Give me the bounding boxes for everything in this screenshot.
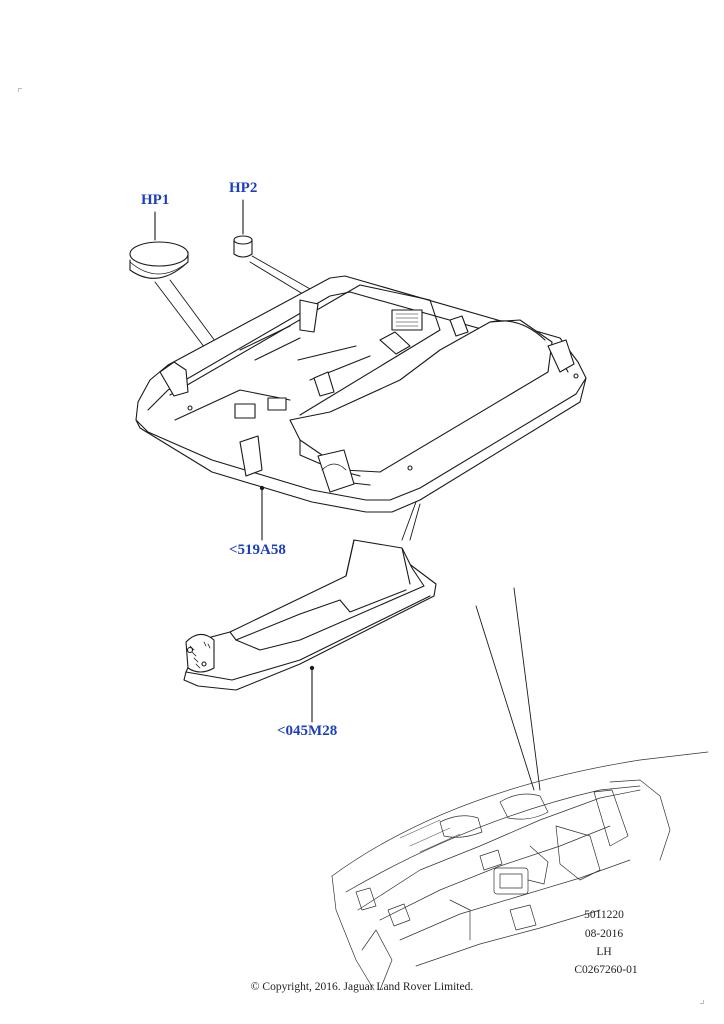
corner-mark	[18, 88, 22, 92]
diagram-code: 5011220	[584, 909, 624, 921]
copyright-notice: © Copyright, 2016. Jaguar Land Rover Lim…	[250, 981, 474, 993]
callout-hp2[interactable]: HP2	[229, 180, 258, 196]
hp1-cap-part	[129, 241, 189, 279]
location-pointer-lines	[401, 501, 541, 791]
sunglass-holder-part	[183, 539, 437, 691]
callout-housing[interactable]: <519A58	[229, 542, 286, 558]
callout-sunglass-holder[interactable]: <045M28	[277, 723, 338, 739]
diagram-date: 08-2016	[584, 928, 624, 940]
illustration-id: C0267260-01	[574, 964, 638, 976]
overhead-console-housing-part	[135, 275, 587, 513]
vehicle-dashboard-view	[331, 751, 709, 991]
sunglass-holder-leader-dot	[309, 665, 315, 671]
hp2-cap-part	[233, 235, 253, 258]
corner-mark	[700, 1000, 704, 1004]
diagram-side: LH	[596, 946, 612, 958]
housing-leader-dot	[259, 485, 265, 491]
callout-hp1[interactable]: HP1	[141, 192, 170, 208]
